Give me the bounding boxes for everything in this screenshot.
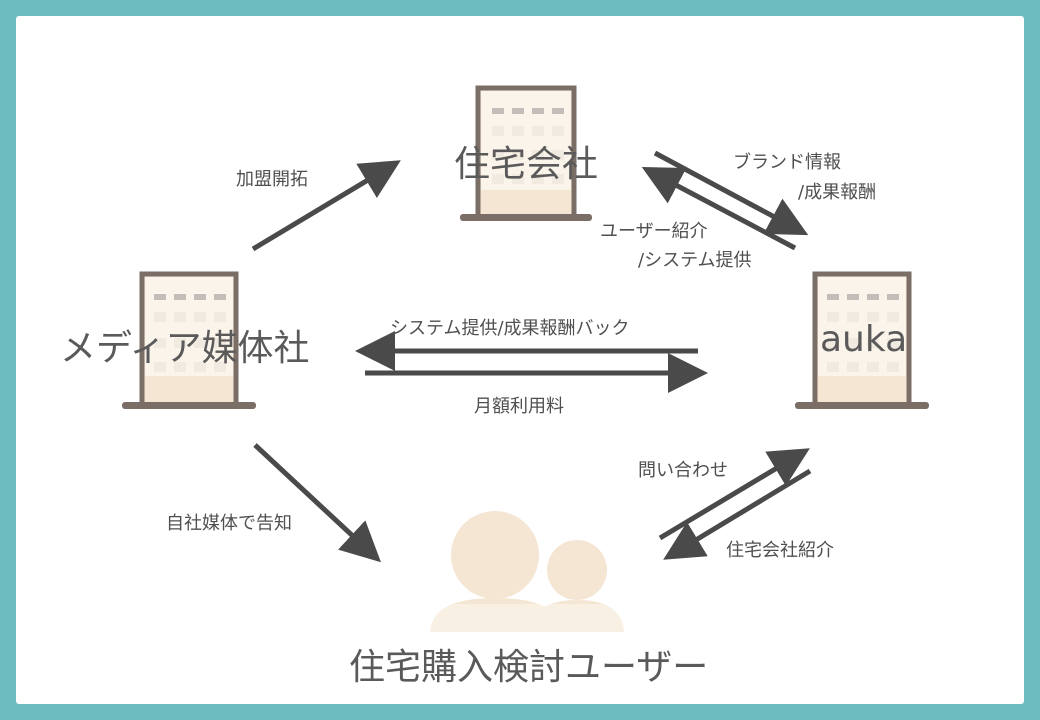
building-icon-housing-company — [460, 85, 592, 221]
diagram-canvas: 住宅会社 メディア媒体社 auka 住宅購入検討ユーザー 加盟開拓 ブランド情報… — [16, 16, 1024, 704]
arrow-brand-info — [653, 150, 809, 236]
arrow-own-media — [253, 443, 381, 563]
arrow-user-intro — [641, 166, 797, 251]
node-media-company: メディア媒体社 — [60, 328, 310, 369]
label-brand-info: ブランド情報 — [733, 152, 841, 173]
label-own-media: 自社媒体で告知 — [166, 513, 292, 534]
label-monthly-fee: 月額利用料 — [474, 396, 564, 417]
building-icon-auka — [795, 271, 929, 409]
arrows — [251, 150, 812, 563]
node-users: 住宅購入検討ユーザー — [349, 647, 709, 688]
arrow-housing-intro — [663, 468, 812, 560]
label-success-fee: /成果報酬 — [798, 182, 877, 203]
label-franchise: 加盟開拓 — [236, 169, 308, 190]
label-system-backfee: システム提供/成果報酬バック — [390, 318, 630, 339]
node-auka: auka — [820, 319, 908, 360]
users-icon — [420, 511, 640, 634]
node-housing-company: 住宅会社 — [454, 144, 599, 185]
building-icon-media-company — [122, 271, 256, 409]
label-housing-intro: 住宅会社紹介 — [726, 540, 834, 561]
label-inquiry: 問い合わせ — [638, 460, 728, 481]
arrow-franchise — [251, 160, 401, 252]
label-system-provide: /システム提供 — [638, 250, 752, 271]
label-user-intro: ユーザー紹介 — [600, 221, 708, 242]
